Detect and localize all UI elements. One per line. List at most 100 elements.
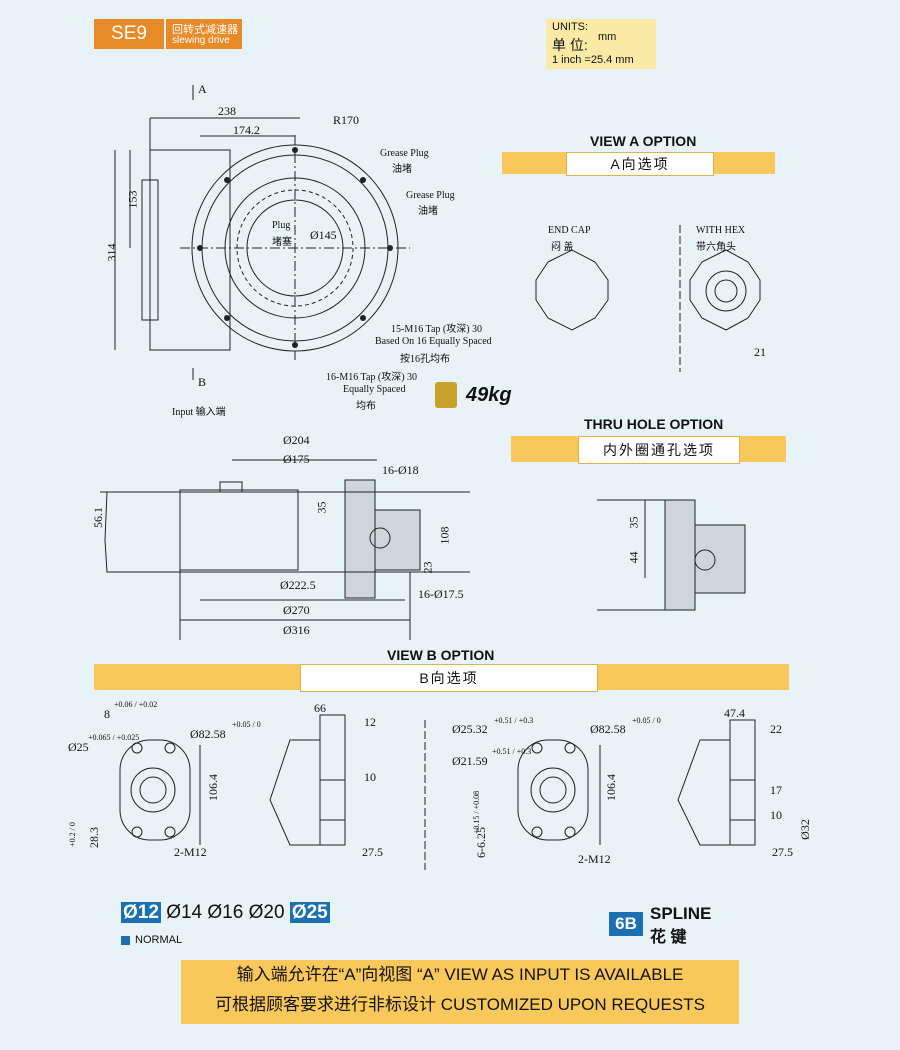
model-name-cn: 回转式减速器 [172,24,238,36]
end-cap-cn: 闷 盖 [551,242,574,253]
view-b-flange-left [119,739,191,841]
end-cap-flange [535,249,609,331]
vb-spl1-tol: +0.51 / +0.3 [494,716,534,725]
sec-holes175: 16-Ø17.5 [418,587,464,601]
view-a-label: A向选项 [566,152,714,176]
vb1-12: 12 [364,715,376,729]
footer-notes: 输入端允许在“A”向视图 “A” VIEW AS INPUT IS AVAILA… [181,960,739,1024]
shaft-options: Ø12 Ø14 Ø16 Ø20 Ø25 [121,902,330,924]
dim-174: 174.2 [233,123,260,137]
vb-key-w: 8 [104,707,110,721]
vb-pcd-tol: +0.05 / 0 [232,720,261,729]
input-label: Input 输入端 [172,407,226,418]
vb-h: 28.3 [87,827,101,848]
end-cap-en: END CAP [548,225,591,236]
sec-d222: Ø222.5 [280,578,316,592]
plug-en: Plug [272,220,291,231]
vb-r106: 106.4 [604,774,618,801]
weight-label: 49kg [466,384,512,406]
model-name-box [166,19,242,49]
shaft-opt-12: Ø12 [121,902,161,923]
units-conversion: 1 inch =25.4 mm [552,54,634,66]
thru-hole-ring [664,499,696,611]
vb-m12: 2-M12 [174,845,207,859]
sec-d204: Ø204 [283,433,310,447]
shaft-opt-16: Ø16 [207,902,244,923]
shaft-opt-20: Ø20 [248,902,285,923]
grease-plug-1-en: Grease Plug [380,148,429,159]
vb-key-tol: +0.06 / +0.02 [114,700,158,709]
model-name-en: slewing drive [172,35,230,46]
thru-label: 内外圈通孔选项 [578,436,740,464]
units-label-cn: 单 位: [552,37,588,53]
shaft-opt-14: Ø14 [166,902,203,923]
view-b-label: B向选项 [300,664,598,692]
vb1-27: 27.5 [362,845,383,859]
tap15-line3: 按16孔均布 [400,354,450,365]
arrow-a-label: A [198,82,207,96]
section-worm-housing [179,489,299,571]
spline-code: 6B [609,912,643,936]
dim-145: Ø145 [310,228,337,242]
sec-56: 56.1 [91,507,105,528]
hex-cn: 带六角头 [696,242,736,253]
spline-cn: 花 键 [650,929,687,946]
vb2-32: Ø32 [797,819,812,840]
tap15-line1: 15-M16 Tap (攻深) 30 [391,324,483,335]
grease-plug-2-en: Grease Plug [406,190,455,201]
model-tag: SE9 [94,19,164,49]
shaft-opt-25: Ø25 [289,902,330,923]
plug-cn: 堵塞 [272,237,292,248]
sec-d316: Ø316 [283,623,310,637]
vb-shaft-tol: +0.065 / +0.025 [88,733,140,742]
vb-spl2-tol: +0.51 / +0.3 [492,747,532,756]
tap16-line3: 均布 [356,401,376,412]
thru-44: 44 [626,551,641,564]
vb2-10: 10 [770,808,782,822]
normal-legend-label: NORMAL [135,934,183,946]
arrow-b-label: B [198,375,207,389]
grease-plug-2-cn: 油堵 [418,206,438,217]
vb1-66: 66 [314,701,326,715]
sec-d270: Ø270 [283,603,310,617]
hex-dim: 21 [754,345,766,359]
units-label-en: UNITS: [552,21,589,33]
vb-pcd: Ø82.58 [190,727,226,741]
vb-rm12: 2-M12 [578,852,611,866]
dim-r170: R170 [333,113,360,127]
tap16-line2: Equally Spaced [343,384,406,395]
sec-108: 108 [437,526,452,545]
dim-238: 238 [218,104,236,118]
view-a-title: VIEW A OPTION [590,133,697,149]
vb2-47: 47.4 [724,706,745,720]
vb1-10: 10 [364,770,376,784]
vb-h-tol: +0.2 / 0 [67,822,77,847]
vb-rkey-tol: +0.15 / +0.08 [472,790,482,835]
footer-line-2: 可根据顾客要求进行非标设计 CUSTOMIZED UPON REQUESTS [215,995,705,1014]
tap15-line2: Based On 16 Equally Spaced [375,336,492,347]
sec-holes18: 16-Ø18 [382,463,419,477]
weight-icon [435,382,457,408]
thru-title: THRU HOLE OPTION [584,416,724,432]
view-b-title: VIEW B OPTION [387,647,495,663]
vb-106: 106.4 [206,774,220,801]
vb2-17: 17 [770,783,782,797]
spline-en: SPLINE [650,904,712,923]
hex-en: WITH HEX [696,225,746,236]
vb-shaft: Ø25 [68,740,89,754]
vb-spl1: Ø25.32 [452,722,488,736]
view-b-flange-right [517,739,589,841]
units-box: UNITS: 单 位: mm 1 inch =25.4 mm [546,19,656,69]
dim-314: 314 [104,243,119,262]
thru-35: 35 [626,516,641,529]
normal-legend-icon [121,936,130,945]
grease-plug-1-cn: 油堵 [392,164,412,175]
vb2-27: 27.5 [772,845,793,859]
vb-spl2: Ø21.59 [452,754,488,768]
tap16-line1: 16-M16 Tap (攻深) 30 [326,372,418,383]
worm-housing [149,149,231,351]
hex-cap-flange [689,249,761,331]
view-b-side-right [677,739,756,846]
dim-153: 153 [125,190,140,209]
